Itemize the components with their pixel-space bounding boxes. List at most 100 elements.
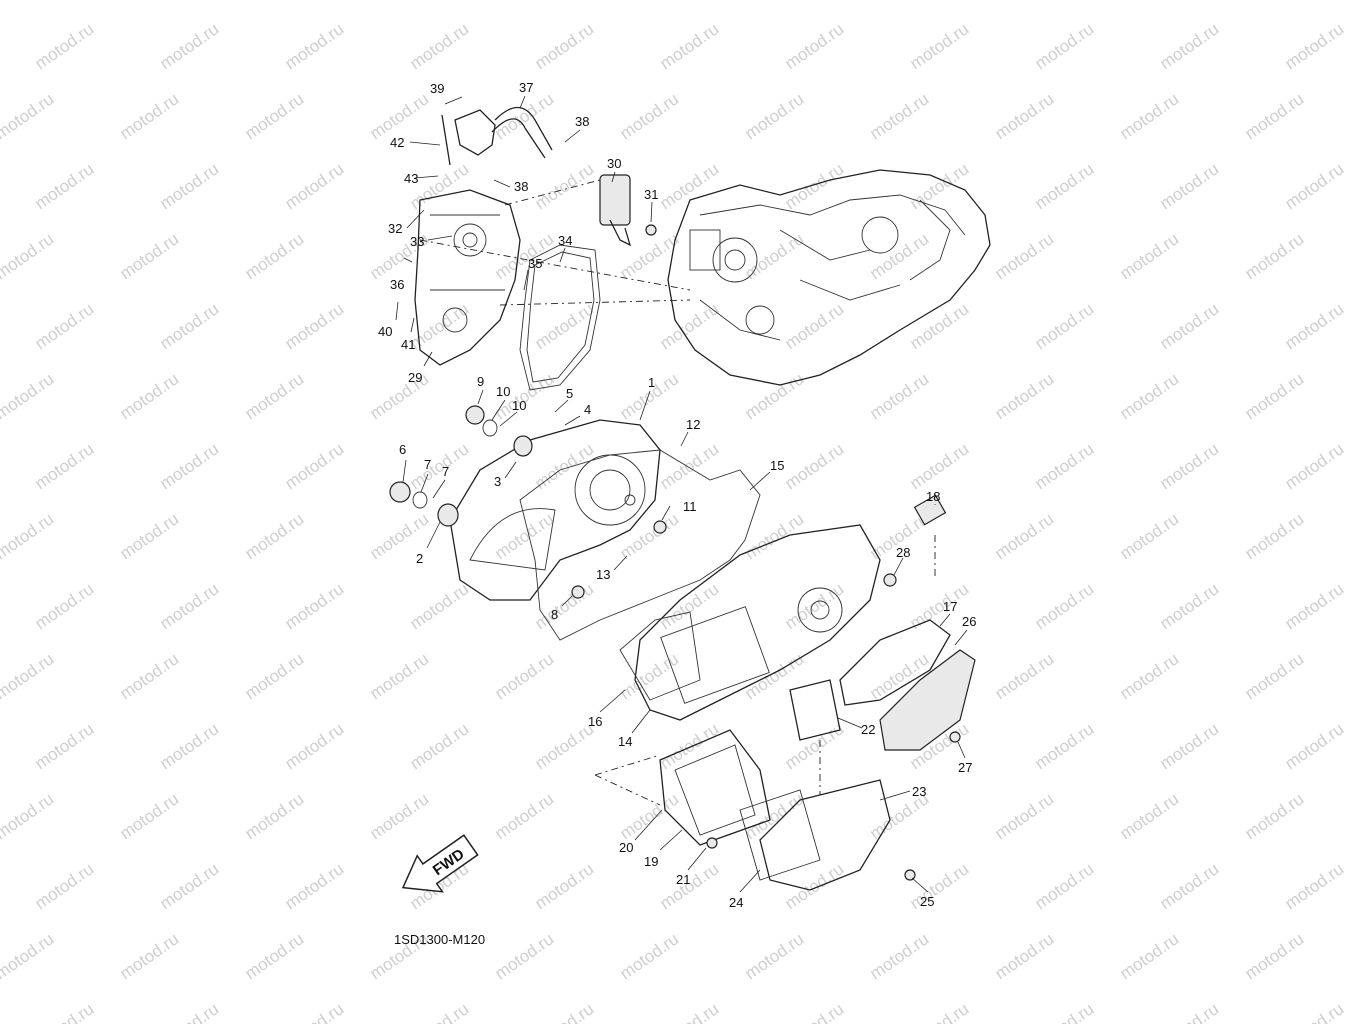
watermark-text: motod.ru: [531, 579, 597, 633]
watermark-text: motod.ru: [116, 929, 182, 983]
watermark-text: motod.ru: [0, 229, 57, 283]
watermark-text: motod.ru: [781, 439, 847, 493]
watermark-text: motod.ru: [741, 369, 807, 423]
watermark-text: motod.ru: [1281, 859, 1347, 913]
watermark-text: motod.ru: [241, 369, 307, 423]
part-label: 40: [378, 324, 392, 339]
diagram-code: 1SD1300-M120: [394, 932, 485, 947]
watermark-text: motod.ru: [1031, 859, 1097, 913]
part-label: 37: [519, 80, 533, 95]
part-label: 5: [566, 386, 573, 401]
part-label: 8: [551, 607, 558, 622]
watermark-text: motod.ru: [1241, 789, 1307, 843]
watermark-text: motod.ru: [116, 229, 182, 283]
watermark-text: motod.ru: [866, 369, 932, 423]
watermark-text: motod.ru: [156, 579, 222, 633]
watermark-text: motod.ru: [31, 859, 97, 913]
watermark-text: motod.ru: [281, 859, 347, 913]
watermark-text: motod.ru: [991, 89, 1057, 143]
watermark-text: motod.ru: [0, 929, 57, 983]
watermark-text: motod.ru: [281, 999, 347, 1024]
part-label: 12: [686, 417, 700, 432]
part-label: 33: [410, 234, 424, 249]
watermark-text: motod.ru: [656, 719, 722, 773]
part-label: 22: [861, 722, 875, 737]
part-label: 32: [388, 221, 402, 236]
watermark-text: motod.ru: [656, 159, 722, 213]
watermark-text: motod.ru: [781, 299, 847, 353]
watermark-text: motod.ru: [281, 159, 347, 213]
watermark-text: motod.ru: [0, 649, 57, 703]
part-label: 13: [596, 567, 610, 582]
thermostat-parts-drawing: [441, 106, 657, 247]
watermark-text: motod.ru: [406, 999, 472, 1024]
part-label: 9: [477, 374, 484, 389]
watermark-text: motod.ru: [1031, 159, 1097, 213]
watermark-text: motod.ru: [1241, 229, 1307, 283]
watermark-text: motod.ru: [781, 19, 847, 73]
watermark-text: motod.ru: [31, 299, 97, 353]
part-label: 11: [683, 499, 697, 514]
part-label: 4: [584, 402, 591, 417]
part-labels: 1 2 3 4 5 6 7 7 8 9 10 10 11 12 13 14 15…: [378, 80, 976, 910]
watermark-text: motod.ru: [156, 859, 222, 913]
watermark-text: motod.ru: [241, 649, 307, 703]
watermark-text: motod.ru: [866, 89, 932, 143]
watermark-text: motod.ru: [1241, 89, 1307, 143]
watermark-text: motod.ru: [281, 19, 347, 73]
watermark-text: motod.ru: [0, 789, 57, 843]
watermark-text: motod.ru: [1281, 159, 1347, 213]
watermark-text: motod.ru: [531, 439, 597, 493]
part-label: 2: [416, 551, 423, 566]
watermark-text: motod.ru: [281, 719, 347, 773]
watermark-text: motod.ru: [1116, 369, 1182, 423]
watermark-text: motod.ru: [1156, 999, 1222, 1024]
part-label: 25: [920, 894, 934, 909]
watermark-text: motod.ru: [116, 89, 182, 143]
watermark-text: motod.ru: [781, 999, 847, 1024]
watermark-text: motod.ru: [1281, 999, 1347, 1024]
watermark-text: motod.ru: [491, 229, 557, 283]
watermark-text: motod.ru: [1031, 439, 1097, 493]
watermark-text: motod.ru: [616, 0, 682, 3]
watermark-text: motod.ru: [656, 999, 722, 1024]
watermark-text: motod.ru: [491, 929, 557, 983]
watermark-text: motod.ru: [1241, 369, 1307, 423]
part-label: 24: [729, 895, 743, 910]
watermark-text: motod.ru: [156, 999, 222, 1024]
watermark-text: motod.ru: [1116, 0, 1182, 3]
watermark-text: motod.ru: [156, 719, 222, 773]
watermark-text: motod.ru: [991, 649, 1057, 703]
watermark-text: motod.ru: [741, 649, 807, 703]
watermark-text: motod.ru: [656, 19, 722, 73]
watermark-text: motod.ru: [1241, 929, 1307, 983]
watermark-text: motod.ru: [156, 19, 222, 73]
watermark-text: motod.ru: [491, 0, 557, 3]
watermark-text: motod.ru: [616, 649, 682, 703]
watermark-text: motod.ru: [491, 789, 557, 843]
part-label: 31: [644, 187, 658, 202]
watermark-text: motod.ru: [991, 789, 1057, 843]
side-cover-parts-drawing: [839, 494, 976, 751]
part-label: 7: [424, 457, 431, 472]
watermark-text: motod.ru: [116, 789, 182, 843]
watermark-text: motod.ru: [1116, 89, 1182, 143]
watermark-text: motod.ru: [531, 299, 597, 353]
part-label: 21: [676, 872, 690, 887]
watermark-text: motod.ru: [241, 89, 307, 143]
watermark-text: motod.ru: [1241, 649, 1307, 703]
part-label: 15: [770, 458, 784, 473]
watermark-text: motod.ru: [991, 369, 1057, 423]
gasket-15-drawing: [519, 449, 761, 641]
watermark-text: motod.ru: [281, 439, 347, 493]
watermark-text: motod.ru: [31, 999, 97, 1024]
watermark-text: motod.ru: [281, 299, 347, 353]
watermark-text: motod.ru: [531, 999, 597, 1024]
watermark-text: motod.ru: [241, 0, 307, 3]
air-duct-parts-drawing: [659, 679, 916, 891]
part-label: 29: [408, 370, 422, 385]
watermark-text: motod.ru: [1156, 859, 1222, 913]
fwd-arrow: FWD: [401, 834, 479, 893]
watermark-text: motod.ru: [656, 299, 722, 353]
